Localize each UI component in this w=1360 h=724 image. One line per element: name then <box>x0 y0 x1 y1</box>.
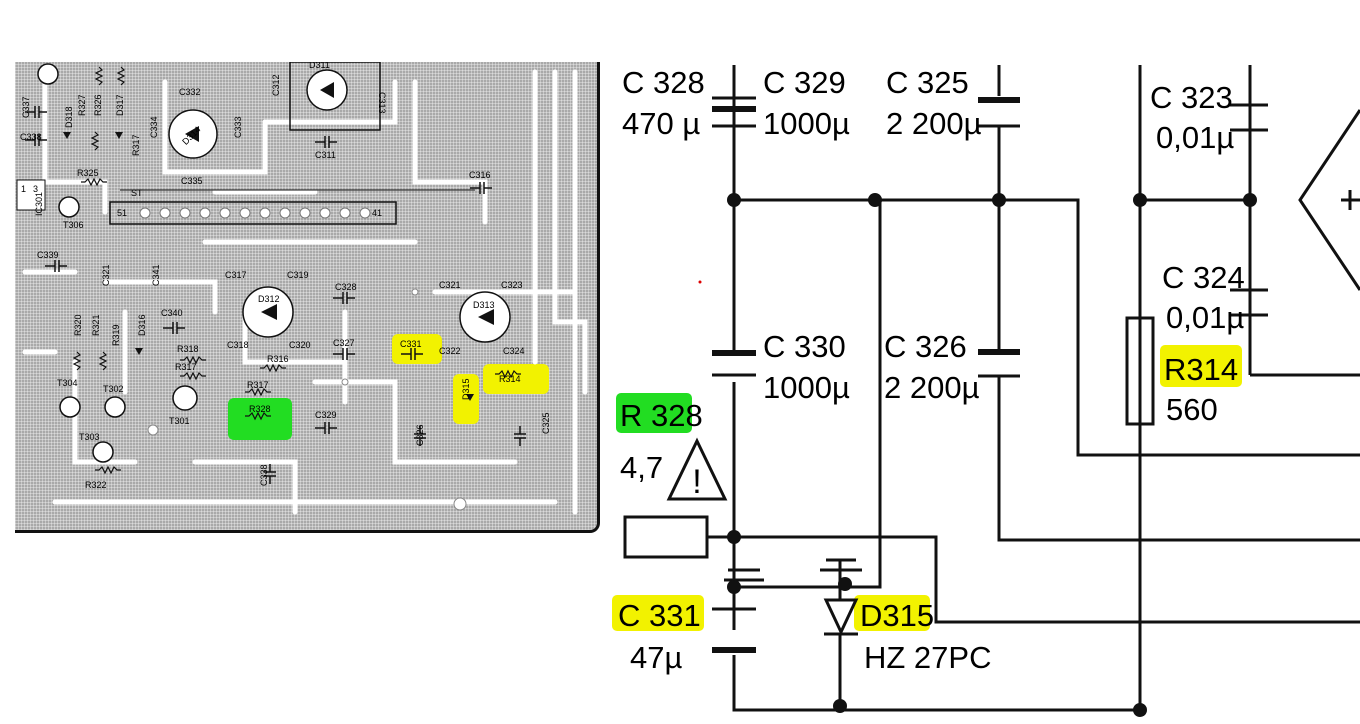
pcb-label-pin51: 51 <box>117 208 127 218</box>
pcb-label-d315: D315 <box>461 378 471 400</box>
pcb-label-c327: C327 <box>333 338 355 348</box>
c326-ref: C 326 <box>884 329 967 364</box>
r314-ref: R314 <box>1164 352 1238 387</box>
pcb-label-r319: R319 <box>111 324 121 346</box>
pcb-label-r317c: R317 <box>247 380 269 390</box>
pcb-label-c341: C341 <box>151 264 161 286</box>
r314-value: 560 <box>1166 392 1218 427</box>
pcb-label-c312: C312 <box>271 74 281 96</box>
pcb-drawing: C337 C338 D318 R327 R326 D317 R317 C334 … <box>16 62 588 515</box>
pcb-label-t304: T304 <box>57 378 78 388</box>
pcb-label-c340: C340 <box>161 308 183 318</box>
r328-ref: R 328 <box>620 398 703 433</box>
pcb-label-c324: C324 <box>503 346 525 356</box>
pcb-label-c311: C311 <box>315 150 336 160</box>
pcb-label-c339: C339 <box>37 250 59 260</box>
c330-ref: C 330 <box>763 329 846 364</box>
pcb-label-c328: C328 <box>335 282 357 292</box>
c330-value: 1000µ <box>763 370 850 405</box>
pcb-label-r317b: R317 <box>175 362 197 372</box>
pcb-label-r314: R314 <box>499 374 521 384</box>
c331-value: 47µ <box>630 640 682 675</box>
pcb-label-t306: T306 <box>63 220 84 230</box>
c323-ref: C 323 <box>1150 80 1233 115</box>
d315-ref: D315 <box>860 598 934 633</box>
pcb-label-r317a: R317 <box>131 134 141 156</box>
pcb-label-c332: C332 <box>179 87 201 97</box>
pcb-label-r328: R328 <box>249 404 271 414</box>
pcb-label-c335: C335 <box>181 176 203 186</box>
c328-value: 470 µ <box>622 106 700 141</box>
pcb-label-d317: D317 <box>115 94 125 116</box>
c325-value: 2 200µ <box>886 106 982 141</box>
highlight-c331 <box>392 334 442 364</box>
d315-value: HZ 27PC <box>864 640 991 675</box>
pcb-label-c320: C320 <box>289 340 311 350</box>
pcb-label-pin41: 41 <box>372 208 382 218</box>
highlight-r328 <box>228 398 292 440</box>
highlight-r328 <box>616 393 692 433</box>
c326-value: 2 200µ <box>884 370 980 405</box>
c329-ref: C 329 <box>763 65 846 100</box>
pcb-label-c331: C331 <box>400 339 422 349</box>
pcb-label-r320: R320 <box>73 314 83 336</box>
pcb-label-t301: T301 <box>169 416 190 426</box>
pcb-layout: C337 C338 D318 R327 R326 D317 R317 C334 … <box>15 62 600 533</box>
highlight-c331 <box>612 595 704 631</box>
warning-icon: ! <box>666 437 728 501</box>
pcb-label-r321: R321 <box>91 314 101 336</box>
r328-value: 4,7 <box>620 450 663 485</box>
svg-text:!: ! <box>692 463 701 501</box>
pcb-label-c313: C313 <box>377 92 387 114</box>
pcb-label-r316: R316 <box>267 354 289 364</box>
pcb-label-t302: T302 <box>103 384 124 394</box>
pcb-label-c316: C316 <box>469 170 491 180</box>
pcb-label-c319: C319 <box>287 270 309 280</box>
c328-ref: C 328 <box>622 65 705 100</box>
schematic: ! C 328 470 µ C 329 1000µ C 325 2 200µ C… <box>612 65 1360 717</box>
pcb-label-c329: C329 <box>315 410 337 420</box>
highlight-r314 <box>483 364 549 394</box>
pcb-label-t303: T303 <box>79 432 100 442</box>
highlight-r314 <box>1160 345 1242 387</box>
pcb-label-c325: C325 <box>541 412 551 434</box>
pcb-label-d313: D313 <box>473 300 495 310</box>
c325-ref: C 325 <box>886 65 969 100</box>
pcb-label-c322: C322 <box>439 346 461 356</box>
pcb-label-pin3: 3 <box>33 184 38 194</box>
pcb-label-d316: D316 <box>137 314 147 336</box>
c323-value: 0,01µ <box>1156 120 1234 155</box>
pcb-label-ic301: IC301 <box>34 192 44 216</box>
pcb-label-r318: R318 <box>177 344 199 354</box>
pcb-label-r326: R326 <box>93 94 103 116</box>
c329-value: 1000µ <box>763 106 850 141</box>
pcb-label-c337: C337 <box>21 96 31 118</box>
highlight-d315 <box>453 374 479 424</box>
pcb-label-c334: C334 <box>149 116 159 138</box>
pcb-label-c323: C323 <box>501 280 523 290</box>
highlight-d315 <box>854 595 930 631</box>
pcb-label-st: ST <box>131 188 143 198</box>
c324-value: 0,01µ <box>1166 300 1244 335</box>
pcb-label-c318: C318 <box>227 340 249 350</box>
pcb-label-c333: C333 <box>233 116 243 138</box>
c331-ref: C 331 <box>618 598 701 633</box>
pcb-label-c317: C317 <box>225 270 247 280</box>
pcb-label-pin1: 1 <box>21 184 26 194</box>
pcb-label-c326: C326 <box>415 424 425 446</box>
pcb-label-r325: R325 <box>77 168 99 178</box>
pcb-label-c321a: C321 <box>101 264 111 286</box>
pcb-label-c321b: C321 <box>439 280 461 290</box>
pcb-label-c338: C338 <box>20 132 42 142</box>
pcb-label-r327: R327 <box>77 94 87 116</box>
c324-ref: C 324 <box>1162 260 1245 295</box>
pcb-label-c338b: C338 <box>259 464 269 486</box>
pcb-label-d311: D311 <box>309 62 330 70</box>
pcb-label-r322: R322 <box>85 480 107 490</box>
pcb-label-d312: D312 <box>258 294 280 304</box>
pcb-label-d318: D318 <box>64 106 74 128</box>
